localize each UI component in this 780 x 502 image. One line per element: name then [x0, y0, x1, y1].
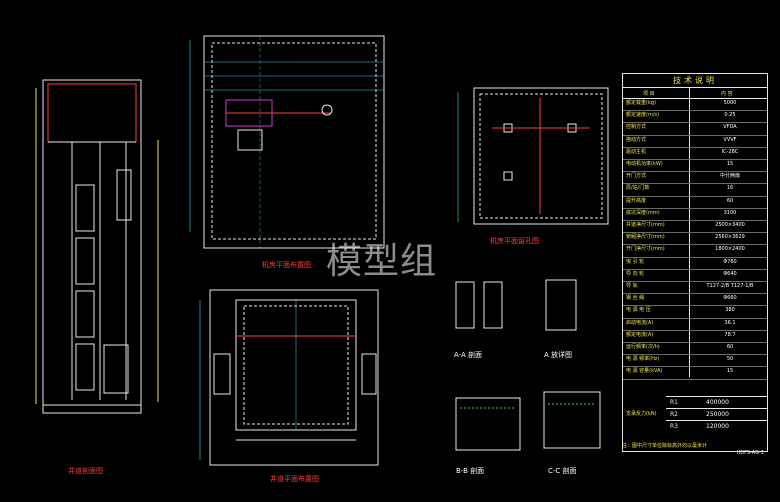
spec-value: Φ760	[723, 258, 737, 265]
spec-value: 2560×3629	[715, 234, 745, 241]
spec-key: 提升高度	[626, 197, 647, 204]
spec-row: 层/站/门数 16	[623, 183, 767, 197]
spec-value: Φ660	[723, 295, 737, 302]
spec-row: 电 源 电 压 380	[623, 305, 767, 319]
shaft-section-drawing	[35, 79, 159, 414]
spec-row: 电 源 容量(kVA) 15	[623, 366, 767, 380]
spec-value: Φ640	[723, 270, 737, 277]
spec-row: 轿厢净尺寸(mm) 2560×3629	[623, 232, 767, 246]
spec-value: 3100	[723, 209, 737, 216]
spec-row: 拖动方式 VVVF	[623, 135, 767, 148]
spec-row: 井道净尺寸(mm) 2500×3400	[623, 220, 767, 234]
spec-value: 380	[725, 307, 735, 314]
spec-value: 5000	[723, 100, 737, 106]
spec-value: 60	[726, 344, 734, 350]
spec-footer: 注：图中尺寸单位除标高外均以毫米计 HDFS-AG-1	[622, 442, 768, 456]
spec-row: 开门净尺寸(mm) 1800×2400	[623, 244, 767, 258]
spec-row: 额定电流(A) 78.7	[623, 330, 767, 343]
spec-row: 钢 丝 绳 Φ660	[623, 293, 767, 307]
spec-key: 电动机功率(kW)	[626, 161, 663, 167]
spec-key: 电 源 容量(kVA)	[626, 368, 663, 375]
header-item: 项 目	[643, 91, 655, 97]
spec-value: T127-2/B T127-1/B	[706, 283, 754, 289]
reactions-label: 支承反力(kN)	[626, 411, 657, 417]
spec-key: 驱动主机	[626, 148, 647, 155]
spec-value: 2500×3400	[715, 222, 745, 228]
section-cc-title: C-C 剖面	[548, 467, 577, 475]
spec-key: 额定载重(kg)	[626, 100, 656, 106]
spec-row: 底坑深度(mm) 3100	[623, 208, 767, 221]
spec-row: 运行频率(次/h) 60	[623, 342, 767, 356]
header-content: 内 容	[721, 91, 733, 97]
shaft-plan-drawing	[199, 289, 379, 466]
spec-value: 60	[726, 197, 734, 204]
spec-row: 电动机功率(kW) 15	[623, 159, 767, 173]
spec-key: 开门方式	[626, 173, 647, 180]
spec-row: 曳 引 轮 Φ760	[623, 257, 767, 270]
spec-key: 控制方式	[626, 124, 647, 131]
spec-row: 启动电流(A) 36.1	[623, 318, 767, 331]
spec-key: 曳 引 轮	[626, 258, 645, 265]
spec-key: 开门净尺寸(mm)	[626, 246, 665, 253]
spec-key: 井道净尺寸(mm)	[626, 222, 665, 228]
spec-row: 电 源 频率(Hz) 50	[623, 354, 767, 368]
spec-value: 0.25	[724, 112, 736, 119]
spec-key: 电 源 电 压	[626, 307, 651, 314]
spec-table-header: 项 目 内 容	[623, 87, 767, 99]
spec-row: 额定速度(m/s) 0.25	[623, 110, 767, 124]
spec-value: 36.1	[724, 319, 736, 326]
spec-key: 层/站/门数	[626, 185, 650, 192]
section-bb-title: B-B 剖面	[456, 467, 485, 475]
spec-value: 50	[726, 356, 734, 363]
machine-room-plan-title: 机房平面布置图	[262, 261, 311, 269]
shaft-plan-title: 井道平面布置图	[270, 475, 319, 483]
spec-key: 额定速度(m/s)	[626, 112, 660, 119]
spec-value: 中分两扇	[719, 173, 740, 180]
section-aa-title: A-A 剖面	[454, 351, 483, 359]
spec-key: 运行频率(次/h)	[626, 344, 660, 350]
spec-row: 导 轨 T127-2/B T127-1/B	[623, 281, 767, 295]
drawing-code: HDFS-AG-1	[736, 450, 764, 456]
spec-key: 导 向 轮	[626, 270, 645, 277]
spec-key: 启动电流(A)	[626, 319, 654, 326]
spec-key: 钢 丝 绳	[626, 295, 645, 302]
spec-value: VFDA	[723, 124, 737, 131]
spec-key: 底坑深度(mm)	[626, 209, 660, 216]
spec-value: 16	[726, 185, 734, 192]
spec-table: 技术说明 项 目 内 容 额定载重(kg) 5000 额定速度(m/s) 0.25 控制…	[622, 73, 768, 452]
watermark: 模型组	[326, 241, 438, 282]
machine-room-plan-drawing	[189, 35, 385, 249]
spec-row: 开门方式 中分两扇	[623, 171, 767, 185]
detail-a-title: A 放详图	[544, 351, 573, 359]
spec-value: 78.7	[724, 331, 736, 338]
section-details-drawing	[455, 279, 601, 451]
spec-value: VVVF	[723, 136, 737, 143]
column-divider	[689, 87, 690, 377]
spec-table-title: 技术说明	[623, 74, 767, 88]
spec-key: 导 轨	[626, 283, 638, 289]
spec-value: 15	[726, 161, 734, 167]
spec-row: 控制方式 VFDA	[623, 122, 767, 136]
spec-key: 拖动方式	[626, 136, 647, 143]
spec-row: 导 向 轮 Φ640	[623, 269, 767, 282]
spec-note: 注：图中尺寸单位除标高外均以毫米计	[622, 443, 708, 449]
machine-room-holes-drawing	[457, 87, 609, 225]
shaft-section-title: 井道剖面图	[68, 467, 103, 475]
spec-value: 15	[726, 368, 734, 375]
spec-row: 额定载重(kg) 5000	[623, 98, 767, 112]
spec-value: IC-2BC	[721, 148, 739, 155]
spec-row: 驱动主机 IC-2BC	[623, 147, 767, 160]
spec-value: 1800×2400	[715, 246, 745, 253]
spec-key: 轿厢净尺寸(mm)	[626, 234, 665, 241]
spec-key: 电 源 频率(Hz)	[626, 356, 660, 363]
spec-key: 额定电流(A)	[626, 331, 654, 338]
spec-row: 提升高度 60	[623, 196, 767, 209]
machine-room-holes-title: 机房平面留孔图	[490, 237, 539, 245]
